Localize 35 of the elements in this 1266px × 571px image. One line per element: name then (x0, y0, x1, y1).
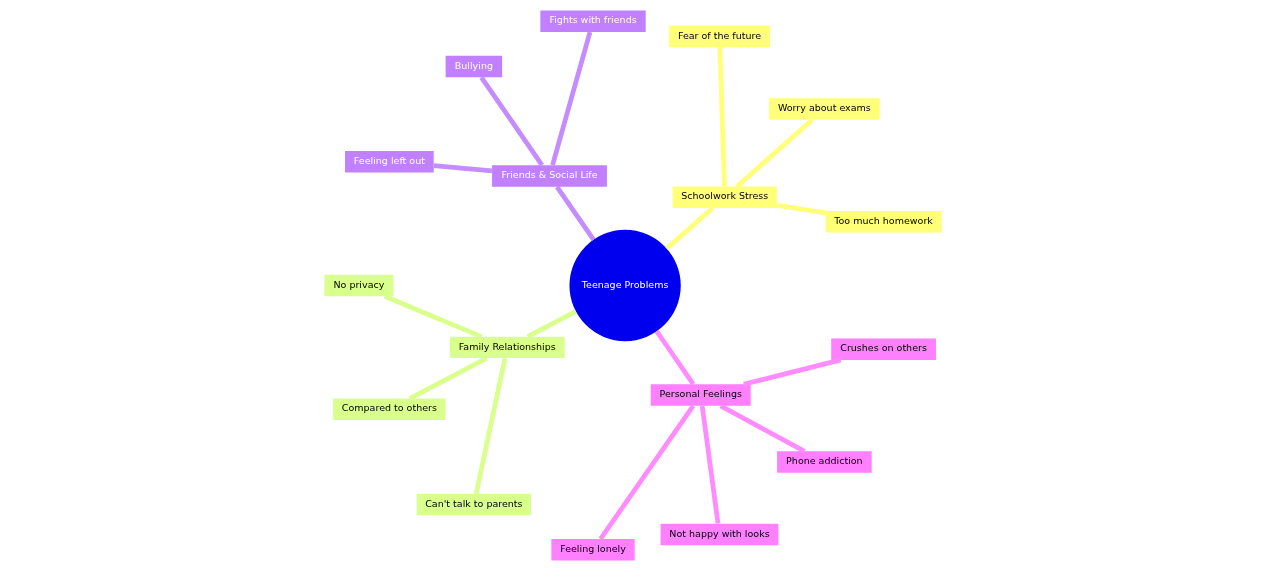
node-box: Fights with friends (540, 10, 646, 32)
connector (743, 357, 842, 387)
connector (479, 75, 544, 167)
node-box: Not happy with looks (660, 523, 779, 546)
connector (555, 185, 596, 242)
node-box: Fear of the future (668, 25, 771, 48)
node-box: Personal Feelings (650, 384, 751, 406)
connector (550, 31, 593, 166)
node-box: Can't talk to parents (416, 493, 531, 516)
node-box: Bullying (445, 55, 503, 78)
node-box: Crushes on others (831, 338, 936, 360)
connector (408, 356, 488, 401)
node-box: No privacy (324, 274, 394, 297)
node-box: Feeling lonely (551, 539, 635, 561)
node-box: Phone addiction (777, 451, 872, 473)
connector (383, 294, 483, 339)
node-box: Worry about exams (769, 98, 880, 120)
node-box: Too much homework (825, 211, 942, 233)
connector (526, 309, 577, 339)
connector (719, 403, 806, 454)
node-box: Schoolwork Stress (672, 186, 777, 208)
connector (776, 202, 826, 216)
connector (598, 404, 696, 541)
connector (735, 117, 814, 189)
connector (654, 329, 696, 386)
node-box: Family Relationships (449, 336, 565, 359)
connector (473, 357, 508, 495)
connector (699, 405, 721, 524)
connector (433, 163, 493, 174)
connector (665, 206, 715, 251)
node-box: Compared to others (333, 398, 446, 420)
node-box: Friends & Social Life (492, 165, 607, 187)
node-box: Feeling left out (345, 151, 434, 173)
connector (717, 47, 727, 187)
node-circle: Teenage Problems (569, 229, 681, 342)
